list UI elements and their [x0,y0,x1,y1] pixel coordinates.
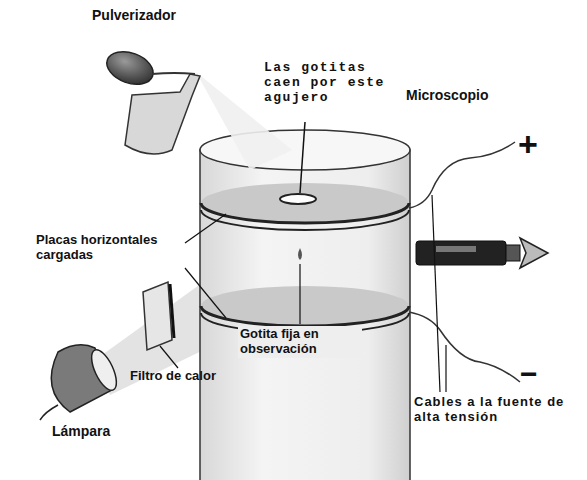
leader-line [160,346,178,368]
bottom-plate [201,286,409,326]
note-label: Las gotitas caen por este agujero [262,60,397,107]
lamp-cord [40,405,58,420]
leader-line [299,264,300,324]
wire-negative [409,312,520,382]
leader-line [432,195,440,392]
microscope-highlight [436,246,476,252]
top-plate [201,183,409,223]
part-label: Cables a la fuente de alta tensión [412,394,572,426]
heat-filter [143,282,172,350]
top-plate-ring [201,210,409,230]
sprayer-flask [125,74,200,154]
leader-line [185,214,226,243]
microscope-eyepiece [506,245,520,261]
glass-cylinder [200,150,410,480]
leader-line [300,122,305,193]
part-label: Pulverizador [90,6,220,24]
view-arrow [520,238,548,268]
plate-hole [280,194,316,204]
part-label: Placas horizontales cargadas [34,232,184,264]
leader-line [445,345,446,392]
heat-filter-edge [170,284,174,338]
wire-positive [409,142,515,208]
top-plate-ring [201,203,409,223]
polarity-sign: + [516,124,556,165]
oil-droplet [298,248,302,260]
sprayer-tube [152,73,195,74]
note-label: Gotita fija en observación [238,326,362,358]
lamp-face [87,346,122,393]
polarity-sign: − [518,356,568,393]
bottom-plate-ring [201,306,409,326]
microscope-tube [416,241,506,265]
part-label: Microscopio [404,86,524,104]
part-label: Lámpara [50,422,150,440]
leader-line [185,268,226,318]
sprayer-bulb [102,46,157,91]
part-label: Filtro de calor [128,368,218,385]
